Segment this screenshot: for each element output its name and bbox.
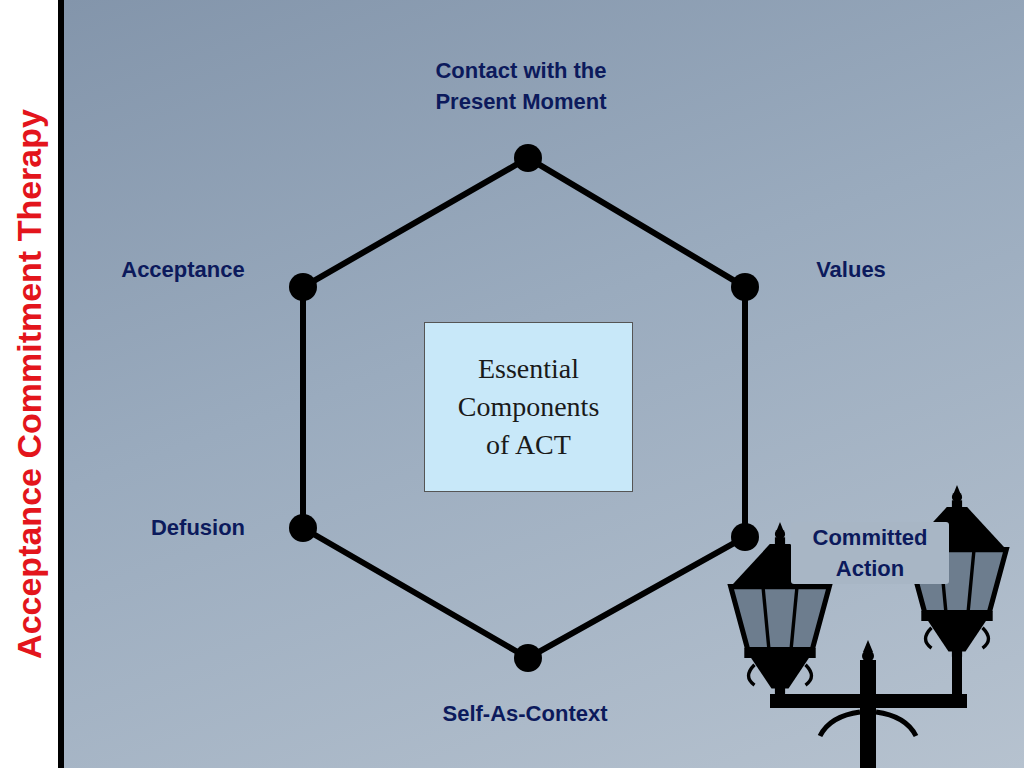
vertex-dot: Committed Action (731, 523, 759, 551)
hexagon-edge (538, 543, 734, 652)
component-label: Self-As-Context (442, 698, 607, 729)
component-label: Contact with the Present Moment (401, 55, 641, 117)
hexagon-edge (313, 534, 517, 652)
vertex-dot: Values (731, 273, 759, 301)
hexagon-edge (742, 299, 748, 525)
vertex-dot: Self-As-Context (514, 644, 542, 672)
component-label: Defusion (151, 512, 245, 543)
box-text: Essential Components of ACT (449, 350, 608, 464)
component-label: Committed Action (791, 522, 949, 584)
component-label: Values (816, 254, 886, 285)
hexagon-edge (313, 164, 517, 281)
vertex-dot: Acceptance (289, 273, 317, 301)
vertex-dot: Contact with the Present Moment (514, 144, 542, 172)
center-box: Essential Components of ACT (424, 322, 633, 492)
hexagon-edge (538, 164, 734, 281)
component-label: Acceptance (121, 254, 245, 285)
vertical-title: Acceptance Commitment Therapy (9, 24, 49, 744)
hexagon-edge (300, 299, 306, 516)
vertex-dot: Defusion (289, 514, 317, 542)
